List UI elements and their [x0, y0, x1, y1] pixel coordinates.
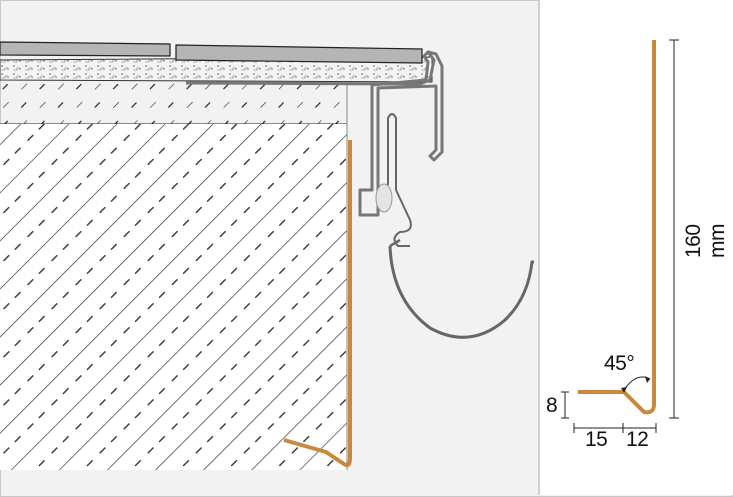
profile-dimension-drawing [561, 39, 679, 433]
flange-width-label: 15 [585, 428, 608, 451]
profile-dimension-panel: 160 mm 45° 8 15 12 [538, 0, 733, 495]
height-label: 160 mm [682, 224, 729, 258]
gutter [388, 245, 534, 339]
tile [0, 41, 171, 57]
flange-height-label: 8 [546, 394, 558, 417]
edge-profile [185, 50, 444, 217]
slope-width-label: 12 [626, 428, 649, 451]
profile-shape [578, 40, 656, 415]
tile [175, 44, 423, 64]
angle-label: 45° [604, 352, 635, 375]
drip-edge-profile [283, 140, 352, 468]
cross-section-drawing [0, 41, 534, 470]
fixing-bolt [375, 183, 393, 213]
edge-clip [387, 113, 412, 247]
